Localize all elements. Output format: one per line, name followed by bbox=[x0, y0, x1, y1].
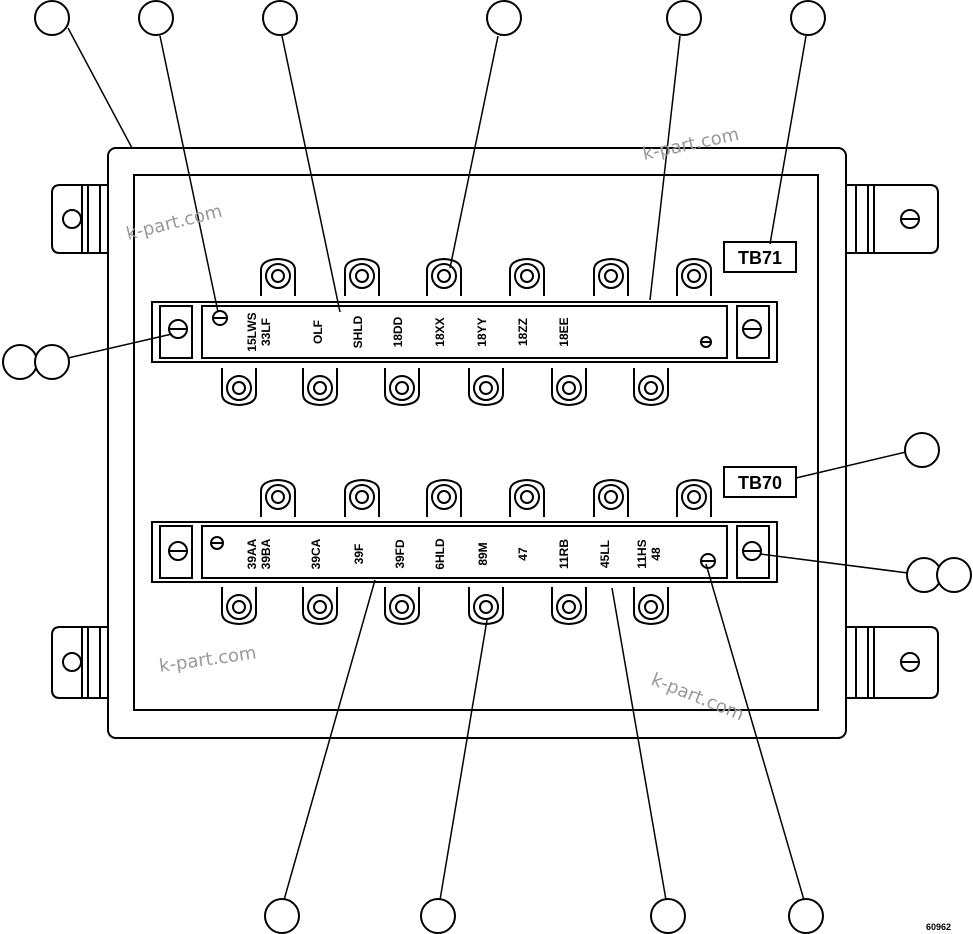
callout-bubble bbox=[904, 432, 940, 468]
callout-bubble bbox=[790, 0, 826, 36]
terminal-stud bbox=[676, 478, 712, 517]
terminal-label: 11HS bbox=[635, 539, 649, 568]
callout-bubble bbox=[788, 898, 824, 934]
callout-bubble bbox=[936, 557, 972, 593]
terminal-stud bbox=[551, 368, 587, 407]
leader-lines bbox=[67, 27, 909, 901]
terminal-label: 18ZZ bbox=[516, 318, 530, 346]
terminal-stud bbox=[344, 257, 380, 296]
terminal-stud bbox=[509, 257, 545, 296]
callout-bubble bbox=[906, 557, 942, 593]
terminal-stud bbox=[384, 587, 420, 626]
tag-tb71: TB71 bbox=[723, 241, 797, 273]
terminal-stud bbox=[260, 257, 296, 296]
tag-tb70-text: TB70 bbox=[738, 473, 782, 493]
mounting-ear-bottom-left bbox=[51, 626, 108, 699]
terminal-stud bbox=[551, 587, 587, 626]
terminal-label: 39BA bbox=[259, 538, 273, 569]
callout-bubble bbox=[34, 0, 70, 36]
strip-body bbox=[201, 305, 728, 359]
terminal-label: 47 bbox=[516, 547, 530, 561]
terminal-label: 48 bbox=[649, 547, 663, 561]
studs-top-row bbox=[260, 257, 712, 296]
studs-top-row bbox=[260, 478, 712, 517]
tag-tb70: TB70 bbox=[723, 466, 797, 498]
terminal-strip-tb71 bbox=[151, 257, 778, 407]
callout-bubble bbox=[420, 898, 456, 934]
figure-number: 60962 bbox=[926, 922, 951, 932]
terminal-stud bbox=[468, 368, 504, 407]
terminal-stud bbox=[509, 478, 545, 517]
terminal-stud bbox=[593, 257, 629, 296]
callout-bubble bbox=[138, 0, 174, 36]
studs-bottom-row bbox=[221, 587, 669, 626]
terminal-label: OLF bbox=[311, 320, 325, 344]
terminal-stud bbox=[593, 478, 629, 517]
marker-screw-right bbox=[700, 336, 712, 348]
terminal-stud bbox=[221, 587, 257, 626]
terminal-stud bbox=[426, 478, 462, 517]
terminal-stud bbox=[676, 257, 712, 296]
terminal-label: 15LWS bbox=[245, 312, 259, 351]
terminal-label: 89M bbox=[476, 542, 490, 565]
terminal-label: 18DD bbox=[391, 316, 405, 347]
terminal-label: SHLD bbox=[351, 315, 365, 348]
terminal-stud bbox=[344, 478, 380, 517]
marker-screw-left bbox=[210, 536, 224, 550]
terminal-label: 6HLD bbox=[433, 538, 447, 570]
marker-screw-right bbox=[700, 553, 716, 569]
terminal-stud bbox=[633, 368, 669, 407]
terminal-stud bbox=[426, 257, 462, 296]
mounting-ear-top-right bbox=[846, 184, 939, 254]
terminal-label: 11RB bbox=[557, 539, 571, 569]
mounting-ear-bottom-right bbox=[846, 626, 939, 699]
studs-bottom-row bbox=[221, 368, 669, 407]
mounting-ear-top-left bbox=[51, 184, 108, 254]
terminal-label: 33LF bbox=[259, 318, 273, 346]
callout-bubble bbox=[264, 898, 300, 934]
tag-tb71-text: TB71 bbox=[738, 248, 782, 268]
terminal-label: 39FD bbox=[393, 539, 407, 569]
terminal-stud bbox=[221, 368, 257, 407]
callout-bubble bbox=[650, 898, 686, 934]
terminal-strip-tb70 bbox=[151, 478, 778, 626]
callout-bubble bbox=[262, 0, 298, 36]
terminal-stud bbox=[468, 587, 504, 626]
strip-body bbox=[201, 525, 728, 579]
terminal-label: 39AA bbox=[245, 538, 259, 569]
terminal-label: 18XX bbox=[433, 317, 447, 346]
terminal-stud bbox=[302, 587, 338, 626]
terminal-label: 39CA bbox=[309, 538, 323, 569]
callout-bubble bbox=[34, 344, 70, 380]
terminal-stud bbox=[302, 368, 338, 407]
enclosure-inner bbox=[133, 174, 819, 711]
terminal-label: 45LL bbox=[598, 540, 612, 568]
callout-bubble bbox=[2, 344, 38, 380]
terminal-stud bbox=[384, 368, 420, 407]
terminal-label: 18EE bbox=[557, 317, 571, 346]
marker-screw-left bbox=[212, 310, 228, 326]
terminal-stud bbox=[260, 478, 296, 517]
callout-bubble bbox=[666, 0, 702, 36]
terminal-label: 18YY bbox=[475, 317, 489, 346]
callout-bubble bbox=[486, 0, 522, 36]
terminal-stud bbox=[633, 587, 669, 626]
terminal-label: 39F bbox=[352, 544, 366, 565]
